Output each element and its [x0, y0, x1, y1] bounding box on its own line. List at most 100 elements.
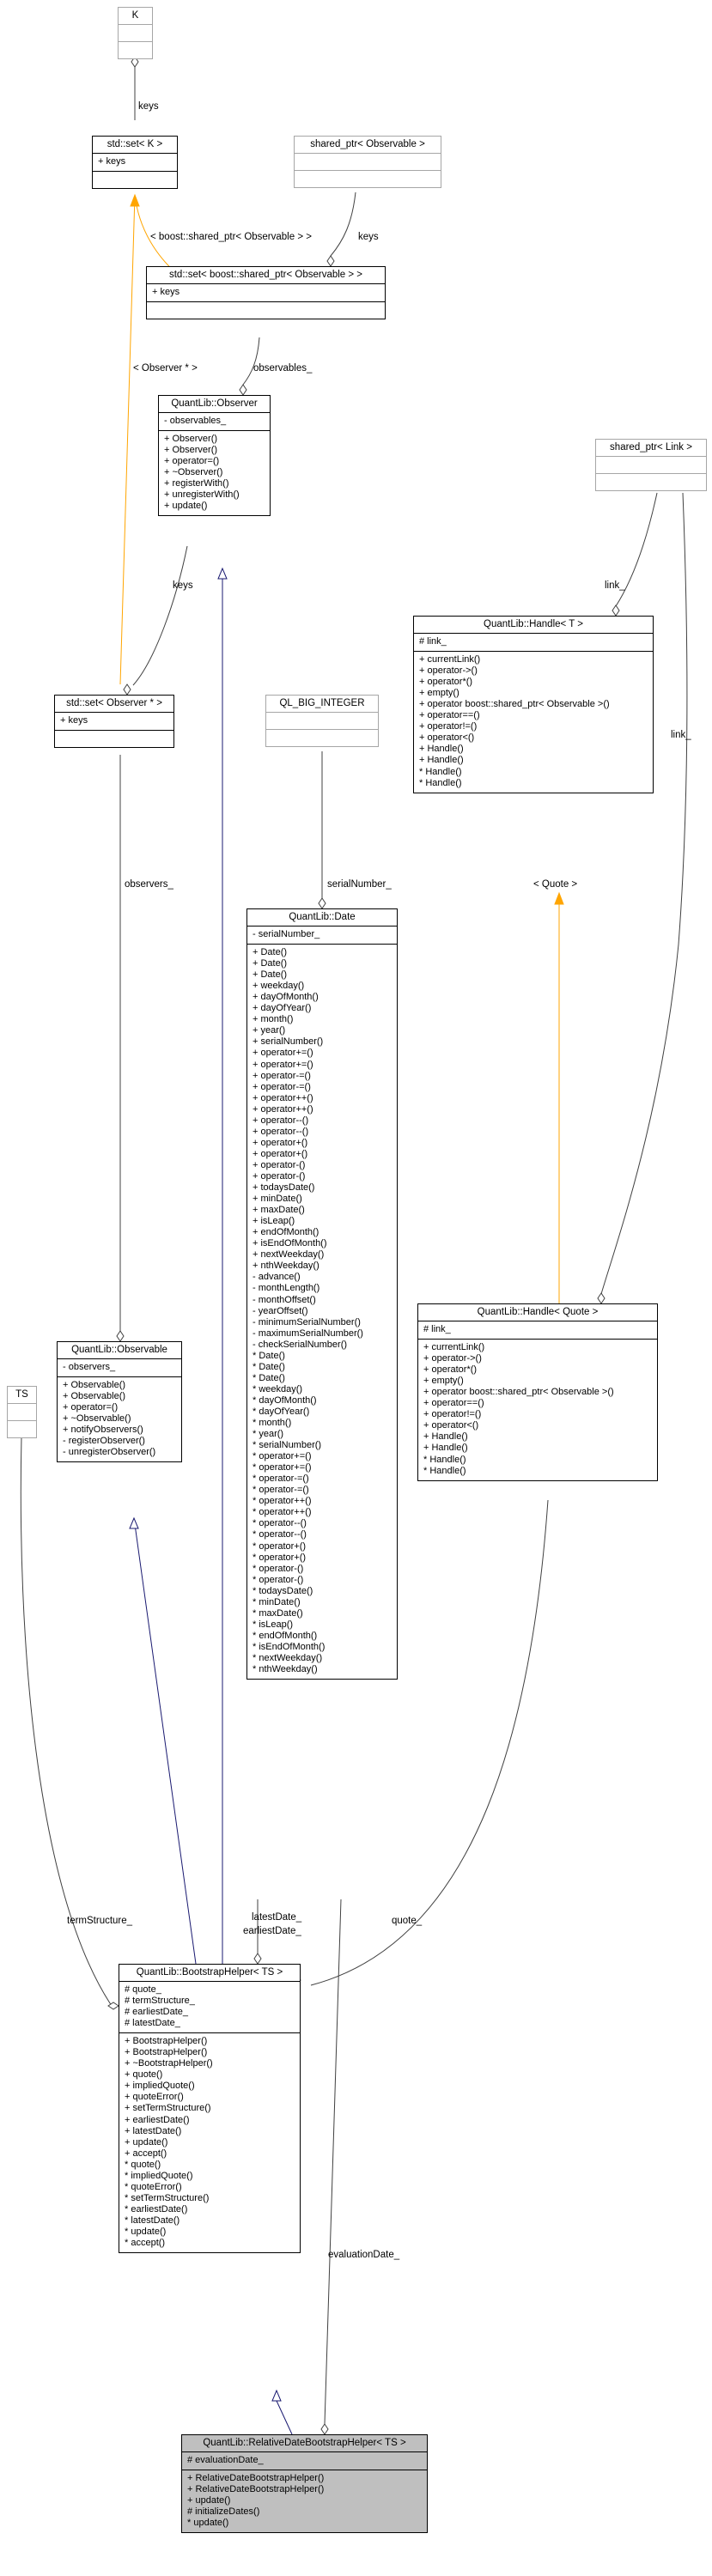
class-attribute: # earliestDate_ — [125, 2007, 188, 2018]
class-box-handle-quote: QuantLib::Handle< Quote ># link_+ curren… — [417, 1303, 658, 1481]
class-attributes-section — [295, 153, 441, 170]
class-method: + currentLink() — [423, 1342, 485, 1353]
class-method: + isLeap() — [253, 1216, 295, 1227]
class-method: * endOfMonth() — [253, 1630, 318, 1641]
class-method: + notifyObservers() — [63, 1425, 143, 1436]
class-method: * isLeap() — [253, 1619, 294, 1630]
class-method: + operator-() — [253, 1170, 306, 1182]
class-attributes-section: - serialNumber_ — [247, 926, 397, 944]
class-title: QuantLib::Observable — [71, 1345, 167, 1355]
class-method: + setTermStructure() — [125, 2103, 211, 2114]
class-method: * Handle() — [419, 777, 462, 788]
class-method: + currentLink() — [419, 654, 481, 665]
class-method: + todaysDate() — [253, 1182, 315, 1194]
class-method: * minDate() — [253, 1596, 301, 1607]
class-method: + Date() — [253, 958, 288, 969]
class-method: + quote() — [125, 2069, 163, 2081]
class-methods-section: + Date()+ Date()+ Date()+ weekday()+ day… — [247, 944, 397, 1679]
class-title: shared_ptr< Observable > — [310, 139, 425, 149]
class-methods-section — [55, 730, 173, 747]
class-method: * nextWeekday() — [253, 1653, 323, 1663]
edge-evaluationDate — [324, 1899, 342, 2425]
class-methods-section — [596, 473, 706, 490]
class-methods-section: + RelativeDateBootstrapHelper()+ Relativ… — [182, 2470, 427, 2532]
edge-label-link-handle: link_ — [605, 580, 625, 591]
class-method: * Handle() — [419, 766, 462, 777]
class-methods-section — [147, 301, 385, 319]
class-method: + empty() — [423, 1376, 464, 1387]
class-attribute: - observers_ — [63, 1362, 116, 1372]
class-attribute: # latestDate_ — [125, 2018, 180, 2029]
class-attributes-section: - observers_ — [58, 1358, 181, 1376]
diamond-latestDate — [253, 1953, 262, 1965]
class-box-sp-observable: shared_ptr< Observable > — [294, 136, 441, 188]
class-method: + isEndOfMonth() — [253, 1238, 327, 1249]
class-method: # initializeDates() — [187, 2506, 260, 2518]
diamond-evaluationDate — [320, 2423, 329, 2435]
arrow-inheritance-observer — [217, 567, 228, 580]
class-method: + operator++() — [253, 1103, 313, 1115]
class-attributes-section: + keys — [93, 153, 177, 171]
class-box-k: K — [118, 7, 153, 59]
class-method: + Handle() — [423, 1431, 468, 1443]
class-box-set-k: std::set< K >+ keys — [92, 136, 178, 190]
class-methods-section — [295, 170, 441, 187]
class-method: * operator++() — [253, 1507, 312, 1518]
class-box-date: QuantLib::Date- serialNumber_+ Date()+ D… — [246, 908, 398, 1680]
class-method: * Handle() — [423, 1465, 466, 1476]
class-methods-section: + Observable()+ Observable()+ operator=(… — [58, 1376, 181, 1461]
class-method: * operator-() — [253, 1563, 304, 1574]
class-title: K — [131, 10, 139, 21]
class-method: + Handle() — [419, 744, 464, 755]
class-attributes-section: - observables_ — [159, 412, 270, 430]
edge-label-keys-observer: keys — [173, 580, 193, 591]
class-method: + Date() — [253, 947, 288, 958]
class-method: - monthLength() — [253, 1283, 320, 1294]
class-attributes-section — [119, 24, 152, 41]
class-method: + empty() — [419, 688, 459, 699]
class-method: - advance() — [253, 1272, 301, 1283]
class-method: * operator-=() — [253, 1473, 309, 1485]
class-method: + operator--() — [253, 1126, 309, 1137]
class-method: + serialNumber() — [253, 1036, 324, 1048]
class-title: QL_BIG_INTEGER — [279, 698, 365, 708]
edge-label-template-observer: < Observer * > — [133, 363, 198, 374]
edge-label-template-shared-ptr: < boost::shared_ptr< Observable > > — [150, 232, 312, 242]
class-method: + weekday() — [253, 981, 305, 992]
class-method: + operator-=() — [253, 1081, 311, 1092]
class-method: + operator-=() — [253, 1070, 311, 1081]
edge-label-observers: observers_ — [125, 879, 173, 890]
class-method: - checkSerialNumber() — [253, 1339, 348, 1350]
class-method: * maxDate() — [253, 1607, 303, 1619]
class-attributes-section: + keys — [55, 712, 173, 730]
class-box-relative: QuantLib::RelativeDateBootstrapHelper< T… — [181, 2434, 428, 2534]
class-method: * setTermStructure() — [125, 2192, 210, 2203]
class-method: + update() — [187, 2495, 231, 2506]
class-method: + RelativeDateBootstrapHelper() — [187, 2473, 325, 2484]
edge-label-observables: observables_ — [253, 363, 313, 374]
class-method: * nthWeekday() — [253, 1664, 318, 1675]
class-box-ql-big: QL_BIG_INTEGER — [265, 695, 379, 747]
class-method: + operator++() — [253, 1092, 313, 1103]
class-method: + nthWeekday() — [253, 1261, 319, 1272]
class-method: + update() — [164, 501, 208, 512]
class-attribute: # link_ — [423, 1324, 451, 1334]
class-attribute: + keys — [98, 156, 126, 167]
class-method: * operator++() — [253, 1496, 312, 1507]
class-method: * operator+() — [253, 1552, 307, 1563]
class-method: + nextWeekday() — [253, 1249, 325, 1261]
arrow-template-quote — [554, 891, 564, 905]
class-method: + operator+() — [253, 1148, 308, 1159]
class-title: std::set< K > — [106, 139, 163, 149]
class-method: * earliestDate() — [125, 2203, 188, 2215]
class-method: - registerObserver() — [63, 1436, 145, 1447]
class-method: * dayOfMonth() — [253, 1394, 317, 1406]
class-method: + latestDate() — [125, 2125, 182, 2136]
class-title: std::set< Observer * > — [66, 698, 162, 708]
edge-label-termStructure: termStructure_ — [67, 1916, 133, 1926]
class-attributes-section: + keys — [147, 283, 385, 301]
class-method: + operator=() — [63, 1402, 119, 1413]
arrow-inheritance-bootstrap — [271, 2389, 282, 2402]
edge-quote — [310, 1499, 549, 1986]
class-attribute: + keys — [152, 287, 180, 297]
